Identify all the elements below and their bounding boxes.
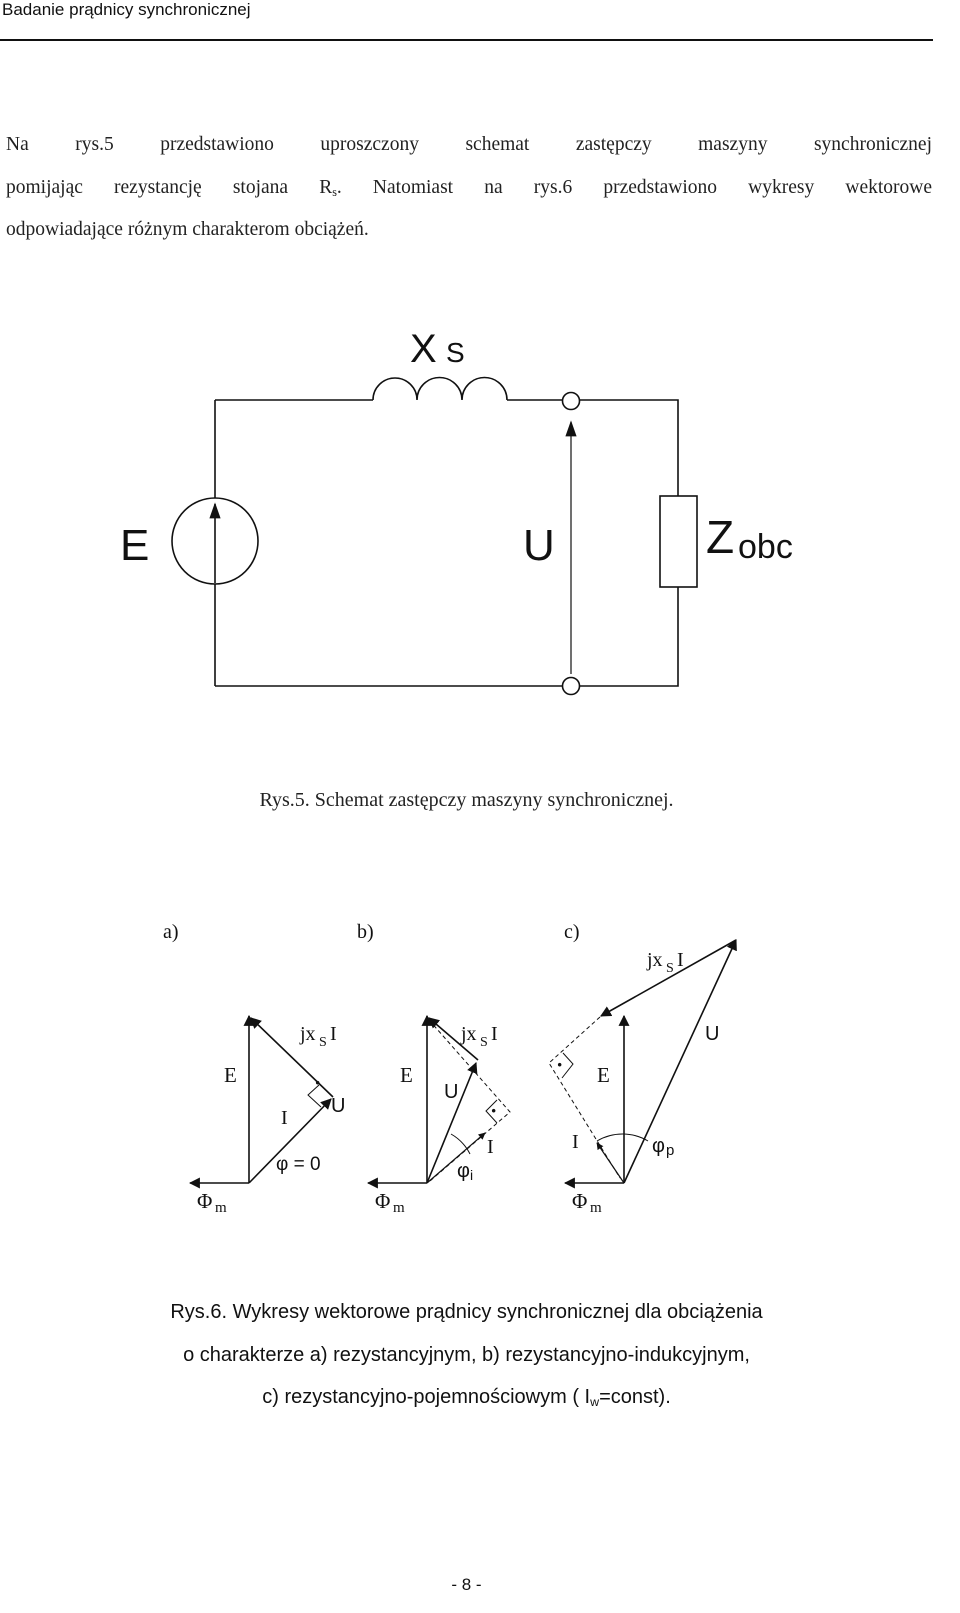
diagram-b-phi-m-sub: m xyxy=(393,1200,405,1216)
terminal-top xyxy=(561,391,581,411)
intro-line-2a: pomijając rezystancję stojana R xyxy=(6,176,333,198)
diagram-b-phi-sub: i xyxy=(470,1167,473,1183)
diagram-a-phi-m-sub: m xyxy=(215,1200,227,1216)
diagram-b-right-angle xyxy=(485,1099,498,1124)
diagram-c-i-arrow xyxy=(596,1142,625,1184)
diagram-c-jxsi-arrow xyxy=(600,939,737,1017)
xs-label-sub: S xyxy=(446,337,465,368)
diagram-b-dashed-current xyxy=(428,1019,511,1182)
figure6-caption-line-1: Rys.6. Wykresy wektorowe prądnicy synchr… xyxy=(170,1301,763,1323)
figure6-caption-line-3: c) rezystancyjno-pojemnościowym ( Iw=con… xyxy=(0,1376,933,1419)
diagram-b-i-label: I xyxy=(491,1023,498,1045)
diagram-c-phi-arc xyxy=(596,1133,649,1142)
terminal-bottom xyxy=(561,676,581,696)
diagram-b-dot: · xyxy=(490,1098,497,1123)
source-e-symbol xyxy=(171,497,259,585)
header-rule xyxy=(0,39,933,41)
figure6-caption-line-3b: =const). xyxy=(599,1386,671,1408)
diagram-a-phi-m-label: Φ xyxy=(197,1189,212,1213)
diagram-c: c) jx S I E U I · φ p Φ m xyxy=(548,921,737,1216)
diagram-b-u-arrow xyxy=(426,1061,478,1184)
z-label-sub: obc xyxy=(738,528,793,566)
diagram-a-i-label: I xyxy=(330,1023,337,1045)
diagram-c-phi-sub: p xyxy=(666,1142,674,1159)
rs-subscript: s xyxy=(332,184,337,199)
diagram-a-phi-label: φ = 0 xyxy=(276,1154,321,1175)
circuit-wire-right xyxy=(580,399,679,687)
figure5-caption: Rys.5. Schemat zastępczy maszyny synchro… xyxy=(259,789,674,811)
intro-line-3: odpowiadające różnym charakterom obciąże… xyxy=(6,219,369,240)
diagram-b-phi-m-label: Φ xyxy=(375,1189,390,1213)
diagram-a-dot: · xyxy=(314,1070,321,1095)
diagram-b-jx-label: jx xyxy=(460,1023,477,1045)
diagram-c-i-label: I xyxy=(677,949,684,971)
diagram-c-u-arrow xyxy=(623,939,737,1184)
diagram-c-tag: c) xyxy=(564,921,580,943)
diagram-c-s-label: S xyxy=(666,961,674,976)
diagram-a-s-label: S xyxy=(319,1035,327,1050)
diagram-b-e-label: E xyxy=(400,1063,413,1087)
diagram-a-jxsi-arrow xyxy=(250,1017,334,1098)
circuit-diagram xyxy=(171,376,698,696)
diagram-c-current-label: I xyxy=(572,1131,579,1153)
diagram-c-phi-m-sub: m xyxy=(590,1200,602,1216)
diagram-b-tag: b) xyxy=(357,921,374,943)
diagram-a-jx-label: jx xyxy=(299,1023,316,1045)
e-label: E xyxy=(120,521,149,570)
inductor-xs xyxy=(372,376,508,401)
intro-line-2: pomijając rezystancję stojana Rs. Natomi… xyxy=(6,167,932,210)
diagram-c-right-angle xyxy=(561,1052,574,1079)
z-label: Z xyxy=(706,511,734,563)
diagram-a-right-angle xyxy=(307,1084,322,1108)
diagram-b-jxsi-line xyxy=(428,1017,479,1061)
figure6-caption-line-2: o charakterze a) rezystancyjnym, b) rezy… xyxy=(183,1343,750,1366)
diagram-b-phi-label: φ xyxy=(457,1160,470,1182)
diagram-c-e-label: E xyxy=(597,1063,610,1087)
u-label: U xyxy=(523,521,555,570)
load-z-box xyxy=(659,495,698,588)
diagram-c-u-label: U xyxy=(705,1023,719,1045)
diagram-b-s-label: S xyxy=(480,1035,488,1050)
intro-line-1: Na rys.5 przedstawiono uproszczony schem… xyxy=(6,134,932,155)
diagram-c-phi-m-label: Φ xyxy=(572,1189,587,1213)
diagram-c-dashed-current xyxy=(548,1016,621,1179)
diagram-c-dot: · xyxy=(556,1052,563,1077)
diagram-c-phi-label: φ xyxy=(652,1135,665,1157)
diagram-b-phi-arc xyxy=(450,1133,471,1155)
diagram-a: a) jx S I E U I · φ = 0 Φ m xyxy=(163,921,345,1216)
diagram-c-jx-label: jx xyxy=(646,949,663,971)
figure6-caption-line-3a: c) rezystancyjno-pojemnościowym ( I xyxy=(262,1386,591,1408)
intro-line-2b: . Natomiast na rys.6 przedstawiono wykre… xyxy=(336,176,933,198)
circuit-labels: X S E U Z obc xyxy=(120,327,793,570)
page-number: - 8 - xyxy=(451,1575,482,1594)
diagram-a-e-label: E xyxy=(224,1063,237,1087)
diagram-a-current-label: I xyxy=(281,1107,288,1129)
diagram-a-u-label: U xyxy=(331,1095,345,1117)
diagram-b-u-label: U xyxy=(444,1081,458,1103)
diagram-b-current-label: I xyxy=(487,1136,494,1158)
xs-label: X xyxy=(410,327,437,371)
iw-subscript: w xyxy=(590,1395,600,1410)
diagram-b: b) jx S I E U I · φ i Φ m xyxy=(357,921,511,1216)
figure6-caption: Rys.6. Wykresy wektorowe prądnicy synchr… xyxy=(0,1291,933,1419)
diagram-a-tag: a) xyxy=(163,921,179,943)
intro-paragraph: Na rys.5 przedstawiono uproszczony schem… xyxy=(6,124,932,252)
diagram-a-u-arrow xyxy=(248,1098,332,1184)
header-title: Badanie prądnicy synchronicznej xyxy=(2,0,251,19)
